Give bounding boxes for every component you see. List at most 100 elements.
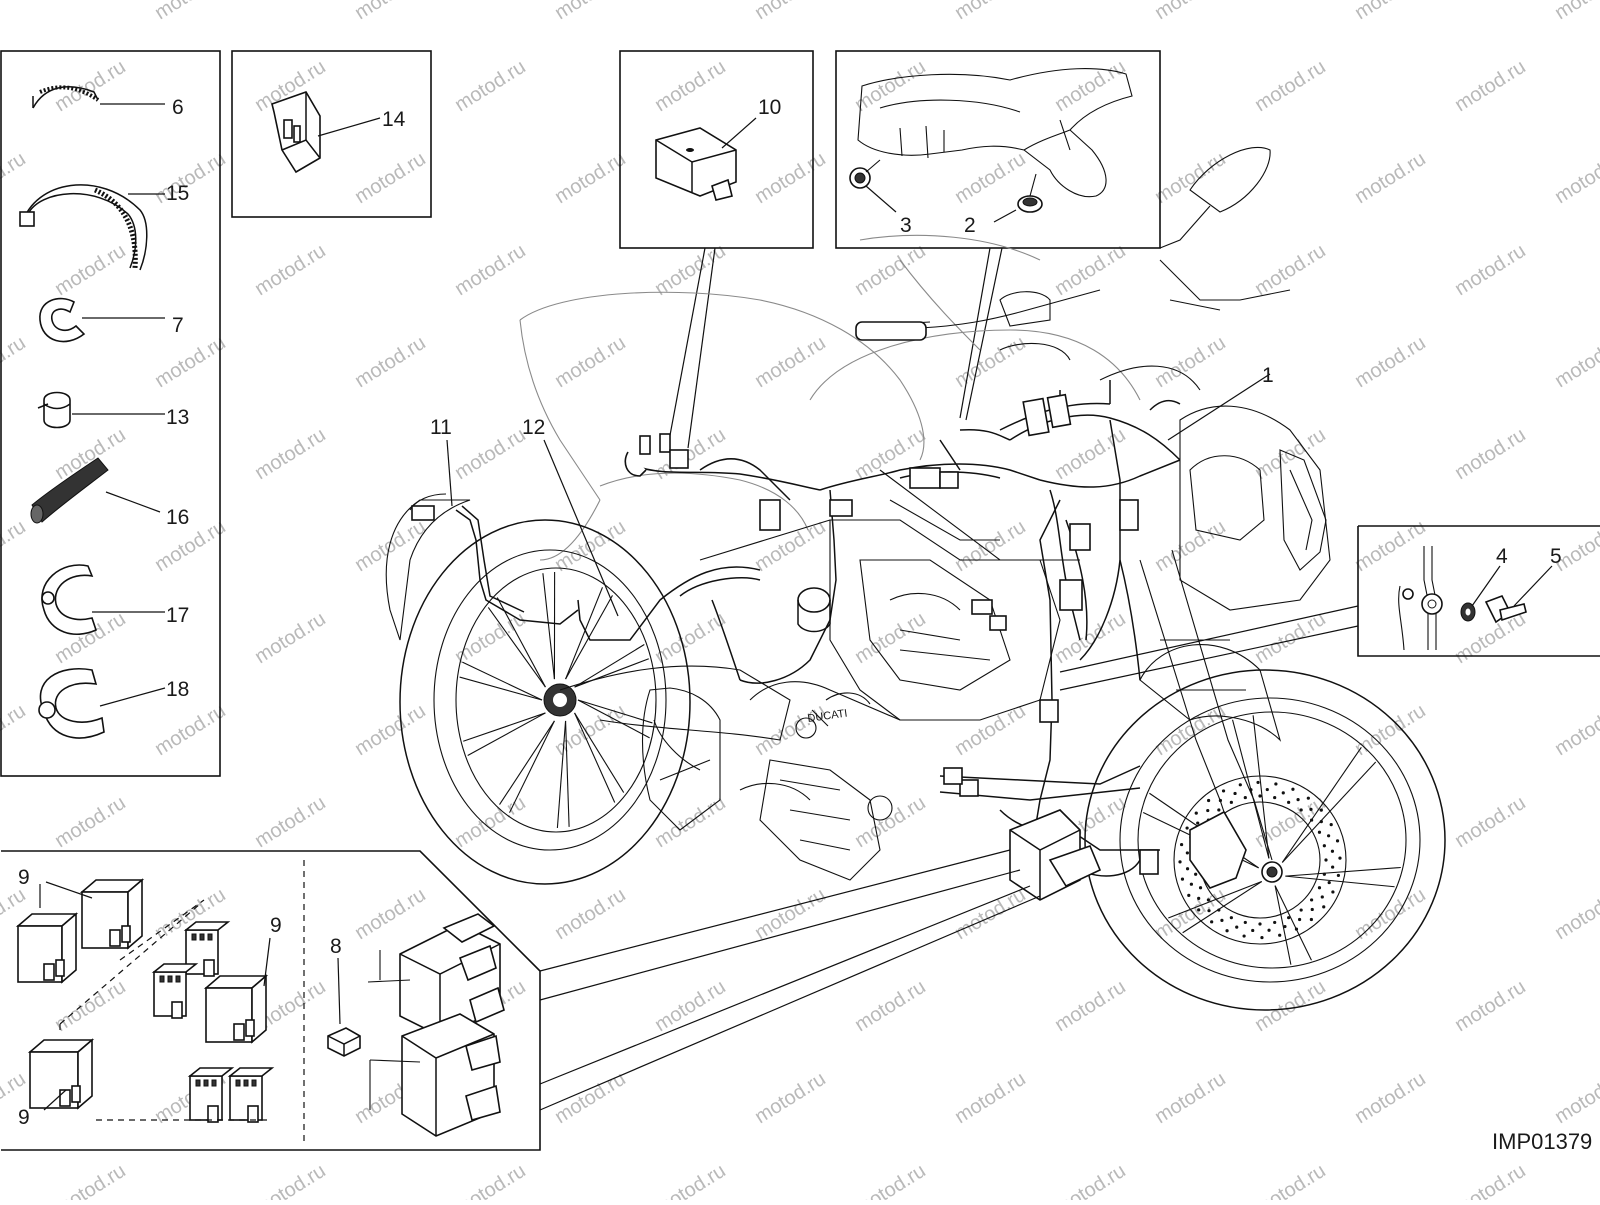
watermark-text: motod.ru [0,516,30,576]
watermark-text: motod.ru [951,884,1030,944]
callout-9-right: 9 [270,914,282,937]
watermark-text: motod.ru [351,700,430,760]
watermark-text: motod.ru [251,608,330,668]
watermark-text: motod.ru [1451,240,1530,300]
watermark-text: motod.ru [1151,516,1230,576]
leader-panel-d [540,896,1040,1110]
callout-15: 15 [166,182,189,205]
watermark-text: motod.ru [1551,884,1600,944]
watermark-text: motod.ru [651,976,730,1036]
watermark-text: motod.ru [1351,148,1430,208]
detail-box-4-5 [1060,526,1600,690]
watermark-text: motod.ru [1551,0,1600,24]
leader-9b [264,938,270,986]
watermark-text: motod.ru [1151,0,1230,24]
watermark-text: motod.ru [51,240,130,300]
leader-box23-b [966,248,1002,420]
watermark-text: motod.ru [1451,1160,1530,1200]
leader-2 [994,210,1016,222]
callout-3: 3 [900,214,912,237]
watermark-text: motod.ru [451,608,530,668]
leader-5 [1514,566,1552,606]
watermark-text: motod.ru [51,976,130,1036]
leader-10 [722,118,756,148]
watermark-text: motod.ru [1351,884,1430,944]
watermark-text: motod.ru [351,0,430,24]
leader-14 [318,118,380,136]
watermark-text: motod.ru [251,424,330,484]
callout-10: 10 [758,96,781,119]
watermark-text: motod.ru [51,1160,130,1200]
watermark-text: motod.ru [751,1068,830,1128]
callout-18: 18 [166,678,189,701]
watermark-text: motod.ru [1151,1068,1230,1128]
watermark-text: motod.ru [651,56,730,116]
watermark-text: motod.ru [851,1160,930,1200]
callout-2: 2 [964,214,976,237]
watermark-text: motod.ru [1351,1068,1430,1128]
watermark-text: motod.ru [1451,792,1530,852]
watermark-text: motod.ru [1251,608,1330,668]
watermark-text: motod.ru [1051,240,1130,300]
watermark-text: motod.ru [1151,700,1230,760]
watermark-text: motod.ru [251,240,330,300]
watermark-text: motod.ru [751,332,830,392]
drawing-code: IMP01379 [1492,1129,1592,1154]
callout-16: 16 [166,506,189,529]
callout-9-top: 9 [18,866,30,889]
watermark-text: motod.ru [951,516,1030,576]
watermark-text: motod.ru [1551,148,1600,208]
watermark-text: motod.ru [351,516,430,576]
watermark-text: motod.ru [1451,56,1530,116]
watermark-text: motod.ru [551,0,630,24]
watermark-text: motod.ru [1451,424,1530,484]
watermark-text: motod.ru [451,240,530,300]
leader-16 [106,492,160,512]
watermark-text: motod.ru [851,976,930,1036]
watermark-text: motod.ru [151,148,230,208]
leader-8 [338,958,340,1024]
callout-8: 8 [330,935,342,958]
watermark-text: motod.ru [51,792,130,852]
watermark-text: motod.ru [451,56,530,116]
watermark-text: motod.ru [1351,0,1430,24]
watermark-text: motod.ru [351,148,430,208]
callout-9-bottom: 9 [18,1106,30,1129]
watermark-text: motod.ru [1551,1068,1600,1128]
watermark-text: motod.ru [951,332,1030,392]
watermark-text: motod.ru [51,56,130,116]
watermark-text: motod.ru [1051,1160,1130,1200]
watermark-text: motod.ru [251,792,330,852]
callout-1: 1 [1262,364,1274,387]
watermark-text: motod.ru [851,608,930,668]
callout-13: 13 [166,406,189,429]
watermark-text: motod.ru [1351,516,1430,576]
watermark-text: motod.ru [751,700,830,760]
watermark-text: motod.ru [0,332,30,392]
watermark-text: motod.ru [0,0,30,24]
watermark-text: motod.ru [751,148,830,208]
watermark-text: motod.ru [151,700,230,760]
watermark-text: motod.ru [151,332,230,392]
watermark-text: motod.ru [1251,976,1330,1036]
callout-4: 4 [1496,545,1508,568]
watermark-text: motod.ru [951,0,1030,24]
leader-11 [447,440,452,506]
watermark-text: motod.ru [651,1160,730,1200]
watermark-text: motod.ru [1151,332,1230,392]
detail-box-14 [232,51,431,217]
callout-7: 7 [172,314,184,337]
watermark-text: motod.ru [151,516,230,576]
watermark-text: motod.ru [1051,976,1130,1036]
watermark-text: motod.ru [751,0,830,24]
watermark-text: motod.ru [451,1160,530,1200]
watermark-text: motod.ru [451,424,530,484]
watermark-text: motod.ru [951,700,1030,760]
watermark-text: motod.ru [0,700,30,760]
watermark-text: motod.ru [1151,148,1230,208]
watermark-text: motod.ru [1251,240,1330,300]
watermark-text: motod.ru [351,884,430,944]
watermark-text: motod.ru [1451,976,1530,1036]
